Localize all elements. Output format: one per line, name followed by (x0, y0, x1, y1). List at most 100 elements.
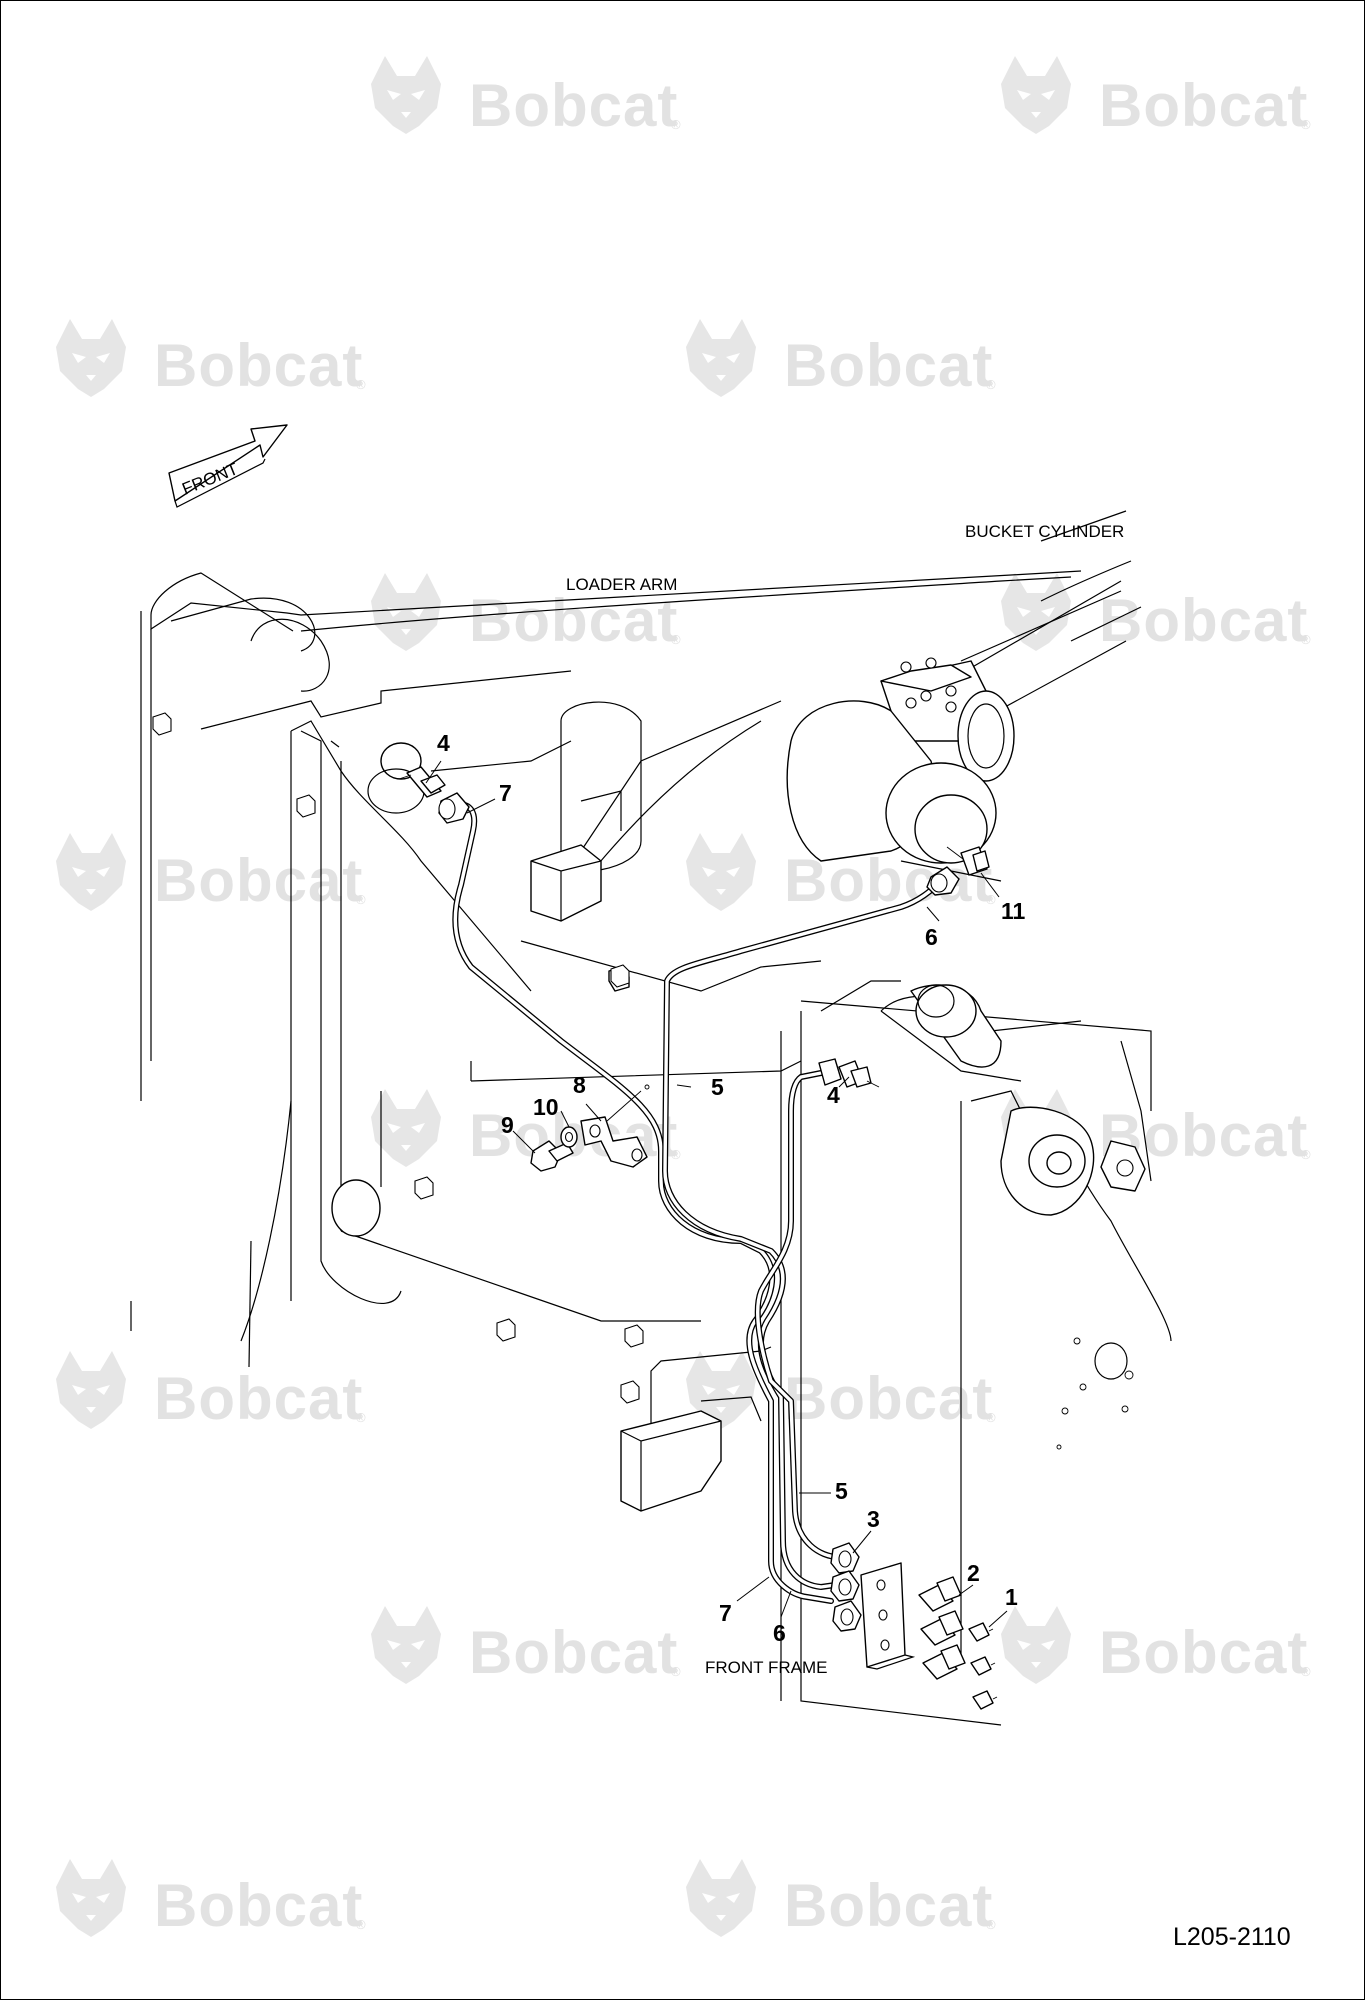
bobcat-logo-icon (1001, 56, 1071, 134)
callout-9: 9 (501, 1112, 514, 1138)
watermark-2: Bobcat ® (1001, 56, 1311, 139)
watermark-mark: ® (1301, 1664, 1311, 1679)
bobcat-logo-icon (371, 1606, 441, 1684)
watermark-mark: ® (356, 1917, 366, 1932)
bobcat-logo-icon (56, 833, 126, 911)
watermark-1: Bobcat ® (371, 56, 681, 139)
watermark-mark: ® (986, 1917, 996, 1932)
captions: LOADER ARM BUCKET CYLINDER FRONT FRAME (566, 522, 1124, 1677)
watermark-6: Bobcat ® (1001, 573, 1311, 654)
watermark-text: Bobcat (154, 1872, 363, 1939)
watermark-mark: ® (1301, 117, 1311, 132)
washer-10 (560, 1126, 578, 1148)
connector-2c (922, 1644, 966, 1680)
watermark-3: Bobcat ® (56, 319, 366, 399)
watermark-text: Bobcat (784, 332, 993, 399)
bobcat-logo-icon (686, 833, 756, 911)
watermark-layer: Bobcat ® Bobcat ® Bobcat ® Bobcat ® Bobc… (56, 56, 1311, 1939)
watermark-mark: ® (356, 892, 366, 907)
watermark-text: Bobcat (1099, 1619, 1308, 1686)
bulkhead-plate (860, 1562, 916, 1670)
bolt-head-icon (296, 794, 316, 818)
hose-end-6-top (926, 866, 960, 896)
callout-10: 10 (533, 1094, 559, 1120)
watermark-text: Bobcat (154, 1365, 363, 1432)
document-number: L205-2110 (1173, 1923, 1291, 1951)
watermark-text: Bobcat (784, 1872, 993, 1939)
watermark-11: Bobcat ® (56, 1351, 366, 1432)
connector-2a (918, 1576, 962, 1612)
watermark-mark: ® (671, 1664, 681, 1679)
watermark-text: Bobcat (469, 587, 678, 654)
watermark-text: Bobcat (1099, 72, 1308, 139)
watermark-mark: ® (986, 377, 996, 392)
callout-5-mid: 5 (711, 1074, 724, 1100)
bobcat-logo-icon (371, 573, 441, 651)
hose-end-nut-3a (830, 1542, 860, 1574)
callout-3: 3 (867, 1506, 880, 1532)
bobcat-logo-icon (1001, 1606, 1071, 1684)
callout-8: 8 (573, 1072, 586, 1098)
watermark-text: Bobcat (784, 1365, 993, 1432)
callout-6-low: 6 (773, 1620, 786, 1646)
elbow-fitting-11 (946, 846, 990, 876)
bucket-cylinder (880, 580, 1127, 782)
watermark-13: Bobcat ® (371, 1606, 681, 1686)
connector-2b (920, 1610, 964, 1646)
callout-6-top: 6 (925, 924, 938, 950)
bobcat-logo-icon (371, 56, 441, 134)
bolt-head-icon (624, 1324, 644, 1348)
watermark-text: Bobcat (154, 847, 363, 914)
callout-2: 2 (967, 1560, 980, 1586)
watermark-mark: ® (986, 892, 996, 907)
callout-7-top: 7 (499, 780, 512, 806)
frame-bolt-heads (152, 712, 644, 1404)
watermark-mark: ® (356, 1410, 366, 1425)
callout-1: 1 (1005, 1584, 1018, 1610)
bolt-head-icon (620, 1380, 640, 1404)
hose-end-nut-3c (832, 1600, 862, 1632)
leader-lines (425, 760, 1008, 1628)
callout-5-low: 5 (835, 1478, 848, 1504)
watermark-5: Bobcat ® (371, 573, 681, 654)
cap-1b (970, 1656, 996, 1676)
callout-11: 11 (1001, 898, 1026, 924)
bobcat-logo-icon (686, 319, 756, 397)
watermark-text: Bobcat (1099, 587, 1308, 654)
cross-member (470, 790, 822, 1082)
watermark-4: Bobcat ® (686, 319, 996, 399)
watermark-text: Bobcat (469, 1619, 678, 1686)
watermark-mark: ® (986, 1410, 996, 1425)
caption-front-frame: FRONT FRAME (705, 1658, 827, 1677)
watermark-12: Bobcat ® (686, 1351, 996, 1432)
bobcat-logo-icon (56, 319, 126, 397)
watermark-mark: ® (671, 632, 681, 647)
bobcat-logo-icon (56, 1351, 126, 1429)
bobcat-logo-icon (56, 1859, 126, 1937)
watermark-mark: ® (1301, 1147, 1311, 1162)
watermark-mark: ® (356, 377, 366, 392)
clamp-bolt-9 (530, 1140, 574, 1172)
caption-loader-arm: LOADER ARM (566, 575, 677, 594)
callout-7-low: 7 (719, 1600, 732, 1626)
hose-end-7-top (438, 792, 470, 824)
front-direction-arrow: FRONT (168, 424, 288, 508)
cap-1c (972, 1690, 998, 1710)
front-frame (620, 980, 1172, 1726)
watermark-mark: ® (671, 117, 681, 132)
bolt-head-icon (610, 964, 630, 988)
bolt-head-icon (414, 1176, 434, 1200)
callout-4-top: 4 (437, 730, 450, 756)
caption-bucket-cylinder: BUCKET CYLINDER (965, 522, 1124, 541)
fitting-4-top (398, 766, 446, 798)
cap-1a (968, 1622, 994, 1642)
watermark-text: Bobcat (154, 332, 363, 399)
hose-end-nut-3b (830, 1570, 860, 1602)
watermark-text: Bobcat (469, 72, 678, 139)
callout-numbers: 4 7 11 6 5 4 8 10 9 5 3 2 1 7 6 (437, 730, 1026, 1646)
clamp-8 (580, 1084, 650, 1168)
bobcat-logo-icon (686, 1859, 756, 1937)
watermark-7: Bobcat ® (56, 833, 366, 914)
